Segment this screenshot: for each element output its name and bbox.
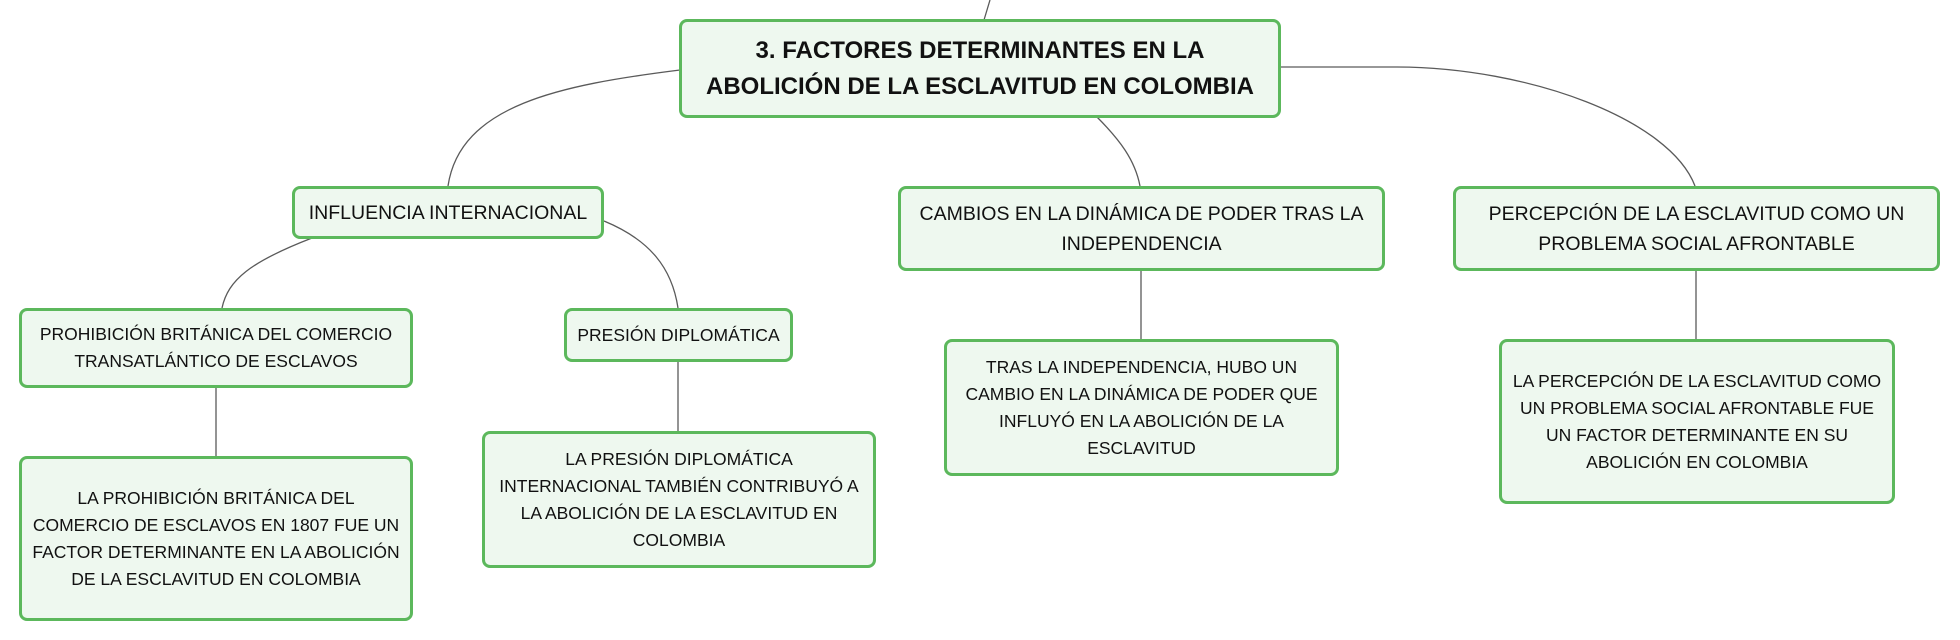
topic-influencia-internacional[interactable]: INFLUENCIA INTERNACIONAL (292, 186, 604, 239)
topic-cambios-dinamica-poder[interactable]: CAMBIOS EN LA DINÁMICA DE PODER TRAS LA … (898, 186, 1385, 271)
topic-label: INFLUENCIA INTERNACIONAL (308, 201, 588, 224)
topic-label: PERCEPCIÓN DE LA ESCLAVITUD COMO UN PROB… (1488, 202, 1905, 255)
subtopic-label: PROHIBICIÓN BRITÁNICA DEL COMERCIO TRANS… (39, 324, 393, 371)
connector-root-to-cambios (1095, 115, 1141, 187)
subtopic-label: PRESIÓN DIPLOMÁTICA (577, 324, 780, 345)
root-topic-label: 3. FACTORES DETERMINANTES EN LA ABOLICIÓ… (706, 36, 1254, 100)
connector-influencia-to-presion (603, 220, 679, 309)
topic-percepcion-esclavitud[interactable]: PERCEPCIÓN DE LA ESCLAVITUD COMO UN PROB… (1453, 186, 1940, 271)
detail-prohibicion-britanica[interactable]: LA PROHIBICIÓN BRITÁNICA DEL COMERCIO DE… (19, 456, 413, 621)
detail-percepcion-esclavitud[interactable]: LA PERCEPCIÓN DE LA ESCLAVITUD COMO UN P… (1499, 339, 1895, 504)
detail-presion-diplomatica[interactable]: LA PRESIÓN DIPLOMÁTICA INTERNACIONAL TAM… (482, 431, 876, 568)
subtopic-presion-diplomatica[interactable]: PRESIÓN DIPLOMÁTICA (564, 308, 793, 362)
detail-cambios-dinamica-poder[interactable]: TRAS LA INDEPENDENCIA, HUBO UN CAMBIO EN… (944, 339, 1339, 476)
detail-text: LA PERCEPCIÓN DE LA ESCLAVITUD COMO UN P… (1512, 370, 1882, 472)
subtopic-prohibicion-britanica[interactable]: PROHIBICIÓN BRITÁNICA DEL COMERCIO TRANS… (19, 308, 413, 388)
connector-influencia-to-prohibicion (221, 237, 313, 309)
detail-text: LA PROHIBICIÓN BRITÁNICA DEL COMERCIO DE… (32, 487, 400, 589)
connector-root-to-influencia (447, 69, 681, 187)
topic-label: CAMBIOS EN LA DINÁMICA DE PODER TRAS LA … (919, 202, 1364, 255)
detail-text: TRAS LA INDEPENDENCIA, HUBO UN CAMBIO EN… (965, 356, 1318, 458)
detail-text: LA PRESIÓN DIPLOMÁTICA INTERNACIONAL TAM… (499, 448, 859, 550)
root-topic-node[interactable]: 3. FACTORES DETERMINANTES EN LA ABOLICIÓ… (679, 19, 1281, 118)
connector-root-to-percepcion (1280, 66, 1696, 187)
connector-parent-to-root (983, 0, 991, 21)
